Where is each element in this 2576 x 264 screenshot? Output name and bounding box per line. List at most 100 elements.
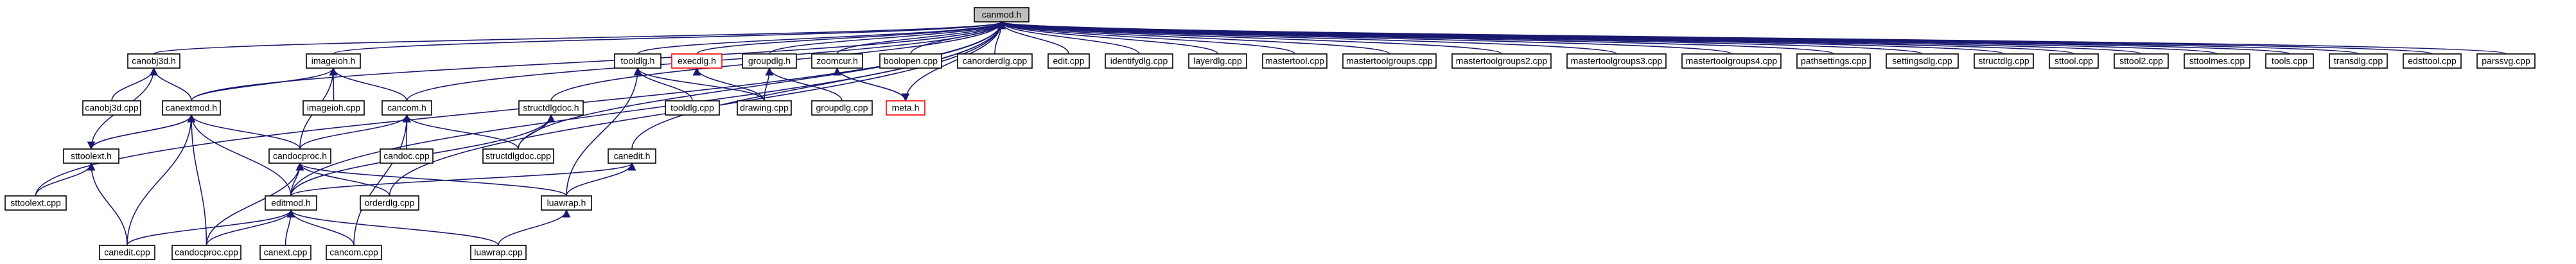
- node-box: [63, 148, 119, 164]
- graph-node-zoomcur-h[interactable]: zoomcur.h: [811, 53, 863, 69]
- node-box: [2265, 53, 2314, 69]
- edge-luawrap-h-to-tooldlg-h: [566, 67, 642, 197]
- node-box: [302, 100, 365, 116]
- graph-node-execdlg-h[interactable]: execdlg.h: [671, 53, 723, 69]
- edge-imageioh-h-to-canmod-h: [333, 21, 1006, 55]
- node-label: mastertoolgroups.cpp: [1346, 56, 1433, 66]
- graph-node-transdlg-cpp[interactable]: transdlg.cpp: [2329, 53, 2388, 69]
- graph-node-imageioh-h[interactable]: imageioh.h: [306, 53, 361, 69]
- graph-node-canorderdlg-cpp[interactable]: canorderdlg.cpp: [957, 53, 1033, 69]
- graph-node-luawrap-cpp[interactable]: luawrap.cpp: [470, 245, 527, 260]
- graph-node-mastertoolgroups3-cpp[interactable]: mastertoolgroups3.cpp: [1566, 53, 1667, 69]
- graph-node-edsttool-cpp[interactable]: edsttool.cpp: [2403, 53, 2462, 69]
- edge-canedit-cpp-to-sttoolext-h: [87, 162, 128, 246]
- edge-candocproc-cpp-to-canextmod-h: [187, 114, 207, 246]
- node-label: tools.cpp: [2272, 56, 2308, 66]
- graph-node-settingsdlg-cpp[interactable]: settingsdlg.cpp: [1886, 53, 1959, 69]
- node-label: groupdlg.h: [748, 56, 791, 66]
- graph-node-candocproc-cpp[interactable]: candocproc.cpp: [171, 245, 241, 260]
- node-label: edsttool.cpp: [2408, 56, 2457, 66]
- graph-node-meta-h[interactable]: meta.h: [886, 100, 925, 116]
- graph-node-groupdlg-cpp[interactable]: groupdlg.cpp: [811, 100, 873, 116]
- graph-node-tooldlg-h[interactable]: tooldlg.h: [614, 53, 662, 69]
- graph-node-groupdlg-h[interactable]: groupdlg.h: [742, 53, 797, 69]
- graph-node-mastertoolgroups4-cpp[interactable]: mastertoolgroups4.cpp: [1681, 53, 1782, 69]
- node-label: canorderdlg.cpp: [963, 56, 1028, 66]
- graph-node-structdlg-cpp[interactable]: structdlg.cpp: [1974, 53, 2034, 69]
- graph-node-layerdlg-cpp[interactable]: layerdlg.cpp: [1188, 53, 1247, 69]
- graph-node-mastertool-cpp[interactable]: mastertool.cpp: [1262, 53, 1327, 69]
- graph-node-candoc-cpp[interactable]: candoc.cpp: [380, 148, 434, 164]
- node-box: [2114, 53, 2169, 69]
- node-label: candoc.cpp: [383, 151, 430, 161]
- graph-node-mastertoolgroups2-cpp[interactable]: mastertoolgroups2.cpp: [1451, 53, 1552, 69]
- graph-node-edit-cpp[interactable]: edit.cpp: [1047, 53, 1090, 69]
- node-label: sttool.cpp: [2055, 56, 2093, 66]
- node-label: edit.cpp: [1053, 56, 1084, 66]
- graph-node-sttool-cpp[interactable]: sttool.cpp: [2049, 53, 2099, 69]
- node-label: groupdlg.cpp: [816, 103, 868, 113]
- graph-node-orderdlg-cpp[interactable]: orderdlg.cpp: [360, 195, 419, 211]
- node-label: mastertoolgroups2.cpp: [1456, 56, 1548, 66]
- edge-luawrap-h-to-candocproc-h: [295, 162, 567, 197]
- edge-identifydlg-cpp-to-canmod-h: [997, 21, 1140, 55]
- node-box: [1342, 53, 1437, 69]
- graph-node-sttoolext-cpp[interactable]: sttoolext.cpp: [4, 195, 67, 211]
- graph-node-mastertoolgroups-cpp[interactable]: mastertoolgroups.cpp: [1342, 53, 1437, 69]
- graph-node-canextmod-h[interactable]: canextmod.h: [162, 100, 221, 116]
- graph-node-canobj3d-cpp[interactable]: canobj3d.cpp: [82, 100, 141, 116]
- node-box: [665, 100, 720, 116]
- node-label: canedit.cpp: [104, 247, 150, 258]
- node-label: pathsettings.cpp: [1801, 56, 1866, 66]
- node-box: [2049, 53, 2099, 69]
- node-label: mastertoolgroups4.cpp: [1686, 56, 1778, 66]
- edge-drawing-cpp-to-tooldlg-h: [633, 67, 765, 101]
- node-box: [482, 148, 554, 164]
- graph-node-sttoolmes-cpp[interactable]: sttoolmes.cpp: [2184, 53, 2250, 69]
- edge-candocproc-h-to-cancom-h: [299, 114, 411, 150]
- graph-node-drawing-cpp[interactable]: drawing.cpp: [737, 100, 792, 116]
- node-label: execdlg.h: [678, 56, 716, 66]
- graph-node-luawrap-h[interactable]: luawrap.h: [541, 195, 592, 211]
- graph-node-imageioh-cpp[interactable]: imageioh.cpp: [302, 100, 365, 116]
- graph-node-canmod-h[interactable]: canmod.h: [974, 7, 1030, 22]
- node-box: [974, 7, 1030, 22]
- node-label: structdlgdoc.h: [523, 103, 579, 113]
- node-box: [127, 53, 180, 69]
- node-box: [1451, 53, 1552, 69]
- node-box: [742, 53, 797, 69]
- edge-canextmod-h-to-imageioh-h: [191, 67, 338, 101]
- node-box: [886, 100, 925, 116]
- edge-editmod-h-to-canedit-h: [290, 162, 636, 197]
- graph-node-parssvg-cpp[interactable]: parssvg.cpp: [2476, 53, 2536, 69]
- graph-node-canobj3d-h[interactable]: canobj3d.h: [127, 53, 180, 69]
- edge-mastertoolgroups3-cpp-to-canmod-h: [997, 21, 1617, 55]
- node-label: editmod.h: [271, 198, 310, 208]
- node-box: [380, 148, 434, 164]
- edge-layerdlg-cpp-to-canmod-h: [997, 21, 1218, 55]
- node-box: [1974, 53, 2034, 69]
- edge-groupdlg-h-to-canmod-h: [769, 21, 1006, 55]
- graph-node-structdlgdoc-h[interactable]: structdlgdoc.h: [518, 100, 584, 116]
- graph-node-cancom-cpp[interactable]: cancom.cpp: [326, 245, 382, 260]
- graph-node-cancom-h[interactable]: cancom.h: [381, 100, 432, 116]
- graph-node-editmod-h[interactable]: editmod.h: [265, 195, 317, 211]
- graph-node-sttool2-cpp[interactable]: sttool2.cpp: [2114, 53, 2169, 69]
- graph-node-canext-cpp[interactable]: canext.cpp: [259, 245, 311, 260]
- graph-node-boolopen-cpp[interactable]: boolopen.cpp: [879, 53, 942, 69]
- graph-node-canedit-h[interactable]: canedit.h: [608, 148, 656, 164]
- node-label: luawrap.cpp: [474, 247, 523, 258]
- graph-node-tools-cpp[interactable]: tools.cpp: [2265, 53, 2314, 69]
- graph-node-pathsettings-cpp[interactable]: pathsettings.cpp: [1796, 53, 1871, 69]
- edge-layer: [35, 21, 2507, 246]
- graph-node-sttoolext-h[interactable]: sttoolext.h: [63, 148, 119, 164]
- node-label: luawrap.h: [547, 198, 586, 208]
- node-label: cancom.cpp: [329, 247, 378, 258]
- graph-node-candocproc-h[interactable]: candocproc.h: [268, 148, 331, 164]
- node-box: [811, 53, 863, 69]
- graph-node-structdlgdoc-cpp[interactable]: structdlgdoc.cpp: [482, 148, 554, 164]
- graph-node-tooldlg-cpp[interactable]: tooldlg.cpp: [665, 100, 720, 116]
- graph-node-canedit-cpp[interactable]: canedit.cpp: [99, 245, 155, 260]
- graph-node-identifydlg-cpp[interactable]: identifydlg.cpp: [1105, 53, 1173, 69]
